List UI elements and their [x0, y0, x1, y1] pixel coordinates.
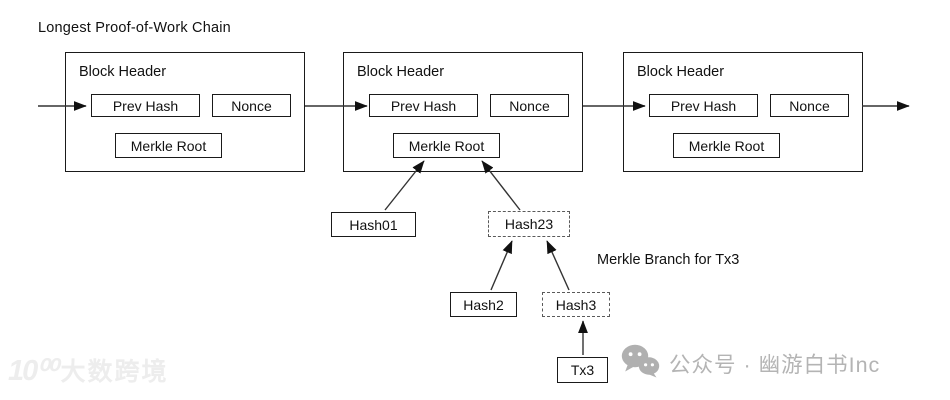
hash23-box: Hash23: [488, 211, 570, 237]
block-header-label: Block Header: [637, 64, 725, 80]
block-header-box-2: Block Header Prev Hash Nonce Merkle Root: [343, 52, 583, 172]
hash01-box: Hash01: [331, 212, 416, 237]
arrow-hash23-to-merkleroot: [481, 160, 521, 211]
tx3-box: Tx3: [557, 357, 608, 383]
watermark-left: 10⁰⁰ 大数跨境: [8, 352, 169, 388]
nonce-box: Nonce: [212, 94, 291, 117]
hash3-box: Hash3: [542, 292, 610, 317]
prev-hash-box: Prev Hash: [649, 94, 758, 117]
block-header-label: Block Header: [357, 64, 445, 80]
nonce-box: Nonce: [770, 94, 849, 117]
arrow-hash2-to-hash23: [490, 240, 513, 291]
diagram-title: Longest Proof-of-Work Chain: [38, 20, 231, 36]
nonce-box: Nonce: [490, 94, 569, 117]
wechat-icon: [621, 344, 660, 383]
block-header-box-3: Block Header Prev Hash Nonce Merkle Root: [623, 52, 863, 172]
prev-hash-box: Prev Hash: [91, 94, 200, 117]
block-header-label: Block Header: [79, 64, 167, 80]
watermark-left-text: 大数跨境: [60, 358, 169, 386]
merkle-root-box: Merkle Root: [393, 133, 500, 158]
merkle-root-box: Merkle Root: [115, 133, 222, 158]
watermark-left-logo: 10⁰⁰: [8, 355, 57, 387]
merkle-root-box: Merkle Root: [673, 133, 780, 158]
block-header-box-1: Block Header Prev Hash Nonce Merkle Root: [65, 52, 305, 172]
arrow-hash3-to-hash23: [546, 240, 570, 291]
hash2-box: Hash2: [450, 292, 517, 317]
watermark-right: 公众号 · 幽游白书Inc: [621, 344, 880, 383]
watermark-right-text: 公众号 · 幽游白书Inc: [669, 353, 881, 377]
prev-hash-box: Prev Hash: [369, 94, 478, 117]
merkle-branch-label: Merkle Branch for Tx3: [597, 252, 740, 268]
arrow-hash01-to-merkleroot: [384, 160, 425, 211]
